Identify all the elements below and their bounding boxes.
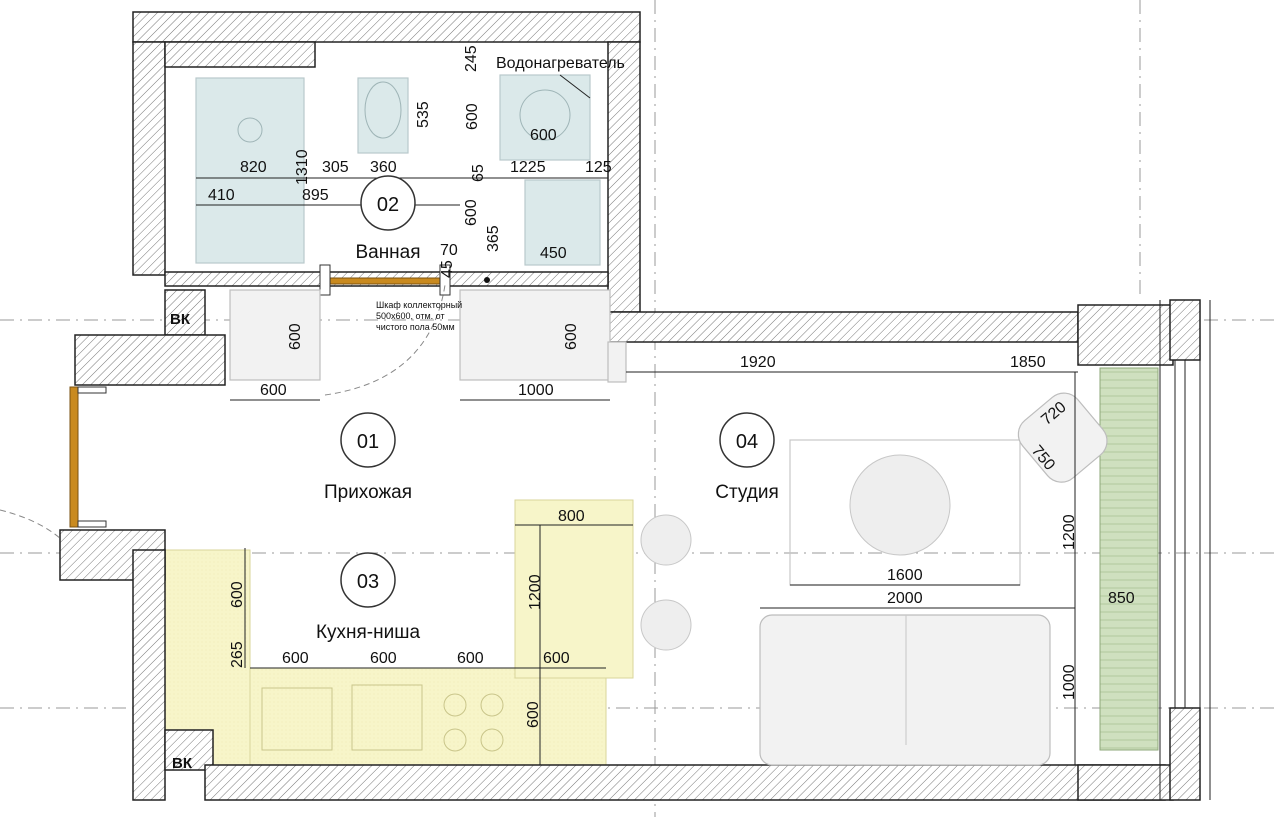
dimension-lines: [196, 177, 1078, 765]
bathroom-fixtures: [195, 74, 601, 266]
dim-600-wardrobe-v: 600: [563, 323, 580, 350]
room-04-number: 04: [736, 431, 758, 453]
dim-600-k1: 600: [282, 650, 309, 667]
dim-800: 800: [558, 508, 585, 525]
dim-305: 305: [322, 159, 349, 176]
dim-1200-studio: 1200: [1061, 514, 1078, 550]
dimension-labels: 245 535 600 600 820 1310 305 360 65 1225…: [208, 45, 1135, 728]
dim-600-bath: 600: [463, 199, 480, 226]
dim-600-hall-h: 600: [260, 382, 287, 399]
entrance-door: [0, 386, 107, 541]
vk-label-top: ВК: [170, 311, 191, 328]
dim-70: 70: [440, 242, 458, 259]
kitchen-zone: [164, 499, 634, 766]
room-03-name: Кухня-ниша: [316, 622, 421, 643]
dim-365: 365: [485, 225, 502, 252]
dim-45: 45: [439, 260, 456, 278]
dim-65: 65: [470, 164, 487, 182]
dim-820: 820: [240, 159, 267, 176]
bathroom-door: [319, 264, 451, 396]
collector-cabinet-line-1: Шкаф коллекторный: [376, 300, 462, 310]
dim-600-k3: 600: [457, 650, 484, 667]
dim-895: 895: [302, 187, 329, 204]
dim-1200-island: 1200: [527, 574, 544, 610]
room-02-number: 02: [377, 194, 399, 216]
dim-360: 360: [370, 159, 397, 176]
dim-410: 410: [208, 187, 235, 204]
dim-1920: 1920: [740, 354, 776, 371]
dim-1225: 1225: [510, 159, 546, 176]
dim-600-k2: 600: [370, 650, 397, 667]
balcony-strip: [1099, 367, 1159, 751]
dim-1310: 1310: [294, 149, 311, 185]
dim-2000: 2000: [887, 590, 923, 607]
room-01-number: 01: [357, 431, 379, 453]
room-02-name: Ванная: [355, 242, 420, 263]
dim-535: 535: [415, 101, 432, 128]
dim-1000-wardrobe: 1000: [518, 382, 554, 399]
dim-1600: 1600: [887, 567, 923, 584]
dim-600-heater: 600: [530, 127, 557, 144]
water-heater-label: Водонагреватель: [496, 55, 625, 72]
dim-850: 850: [1108, 590, 1135, 607]
dim-245: 245: [463, 45, 480, 72]
vk-label-bottom: ВК: [172, 755, 193, 772]
room-04-name: Студия: [715, 482, 779, 503]
dim-125: 125: [585, 159, 612, 176]
labels: Водонагреватель Шкаф коллекторный 500x60…: [170, 55, 625, 772]
dim-1850: 1850: [1010, 354, 1046, 371]
room-markers: 02 Ванная 01 Прихожая 03 Кухня-ниша 04 С…: [316, 175, 779, 643]
walls: [59, 11, 1201, 801]
windows: [1159, 300, 1211, 800]
collector-cabinet-line-2: 500x600, отм. от: [376, 311, 445, 321]
dim-600-hall-v: 600: [287, 323, 304, 350]
room-03-number: 03: [357, 571, 379, 593]
room-01-name: Прихожая: [324, 482, 412, 503]
studio-furniture: [640, 392, 1108, 766]
dim-600-k4: 600: [543, 650, 570, 667]
kitchen-appliances: [261, 684, 504, 752]
dim-265: 265: [229, 641, 246, 668]
dim-600-kitchen-v: 600: [229, 581, 246, 608]
dim-600-toilet: 600: [464, 103, 481, 130]
dim-450: 450: [540, 245, 567, 262]
dim-600-kitchen-depth: 600: [525, 701, 542, 728]
collector-cabinet-line-3: чистого пола 50мм: [376, 322, 455, 332]
dim-1000-sofa: 1000: [1061, 664, 1078, 700]
hall-furniture: [229, 289, 627, 383]
